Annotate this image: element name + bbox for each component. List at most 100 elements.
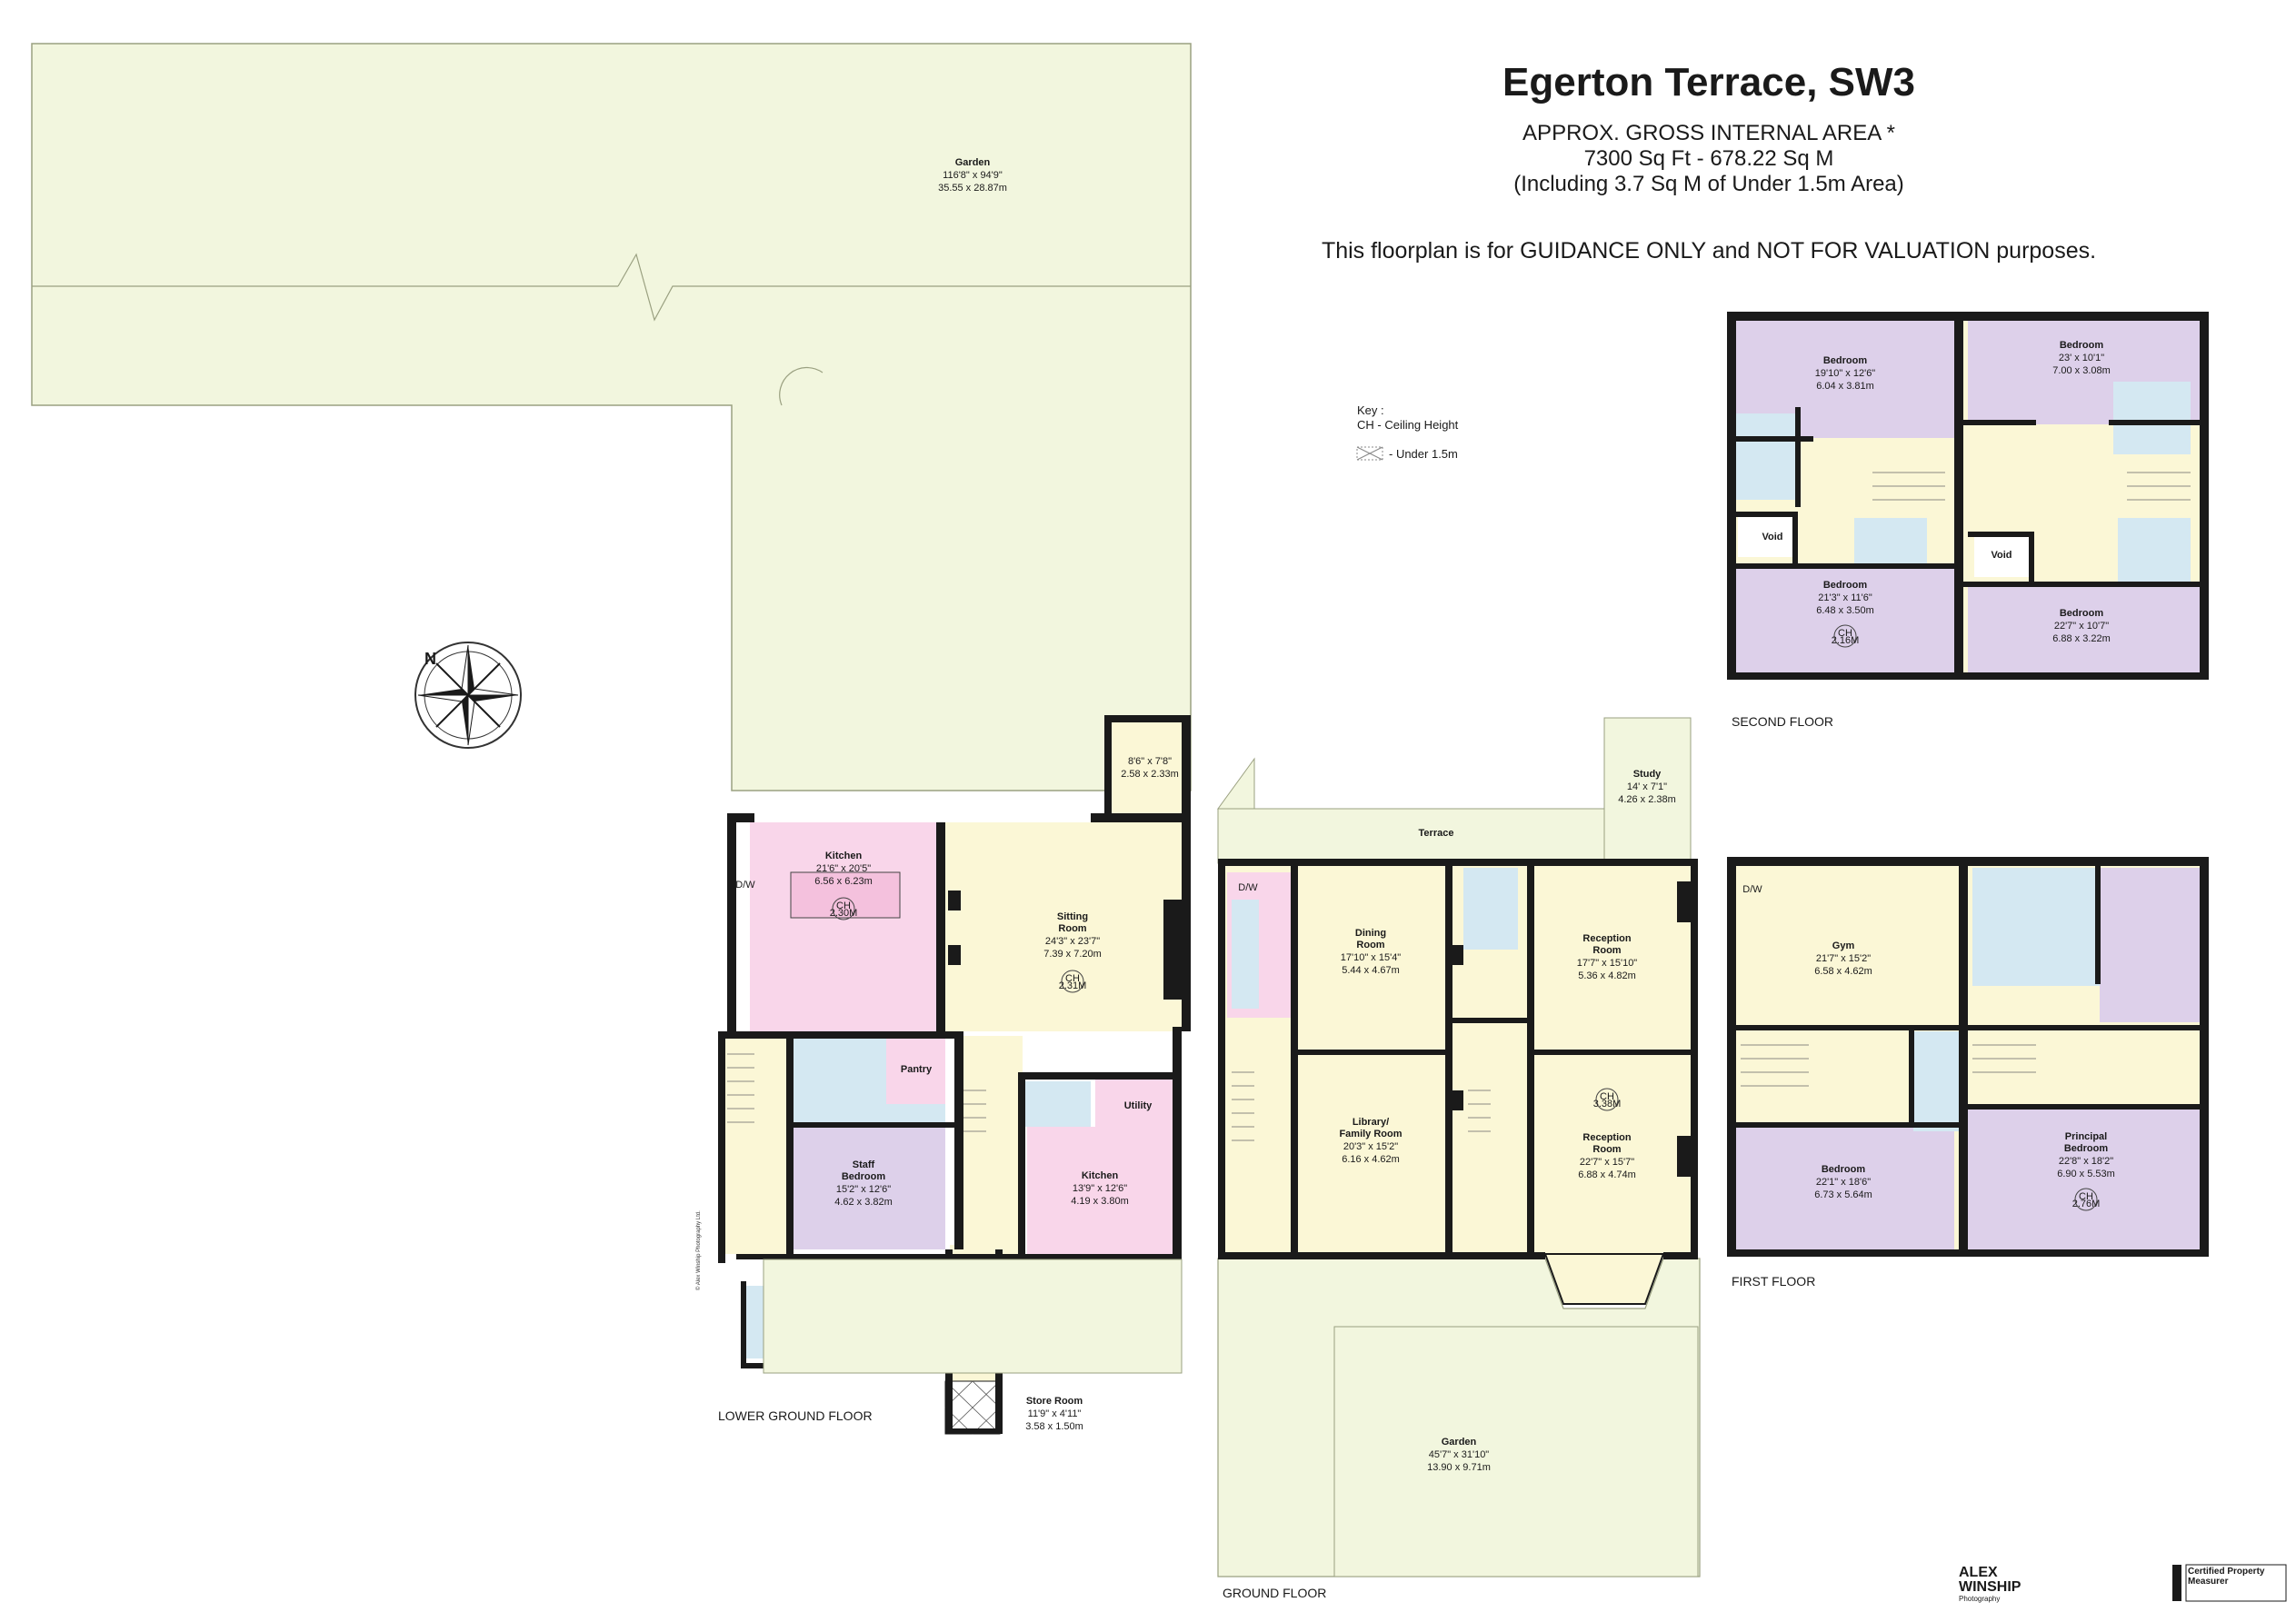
study-met: 4.26 x 2.38m [1618,794,1676,805]
bed-2a-name: Bedroom [1823,355,1868,366]
branding: ALEX WINSHIP Photography Certified Prope… [1959,1564,2287,1603]
floor-label-second: SECOND FLOOR [1732,714,1833,729]
kitchen-sm-name: Kitchen [1082,1170,1119,1181]
disclaimer: This floorplan is for GUIDANCE ONLY and … [1321,238,2097,264]
ground-floor: D/W Terrace Study 14' x 7'1" 4.26 x 2.38… [1217,717,1701,1600]
second-floor: Bedroom 19'10" x 12'6" 6.04 x 3.81m Bedr… [1727,312,2209,729]
floor-label-lower: LOWER GROUND FLOOR [718,1408,873,1423]
principal-ch-prefix: CH [2079,1191,2093,1202]
reception2-imp: 22'7" x 15'7" [1580,1157,1634,1168]
reception2-name1: Reception [1582,1132,1631,1143]
library-met: 6.16 x 4.62m [1342,1154,1400,1165]
staff-bed-met: 4.62 x 3.82m [834,1197,893,1208]
kitchen-sm-imp: 13'9" x 12'6" [1073,1183,1127,1194]
bed-2d-imp: 22'7" x 10'7" [2054,621,2109,632]
reception1-name1: Reception [1582,933,1631,944]
reception2-name2: Room [1592,1144,1621,1155]
study-imp: 14' x 7'1" [1627,781,1667,792]
library-name1: Library/ [1353,1117,1389,1128]
gym-name: Gym [1832,940,1855,951]
logo-line1: ALEX [1959,1565,1998,1580]
first-floor: D/W Gym 21'7" x 15'2" 6.58 x 4.62m Bedro… [1727,857,2209,1289]
lower-ground-floor: D/W Kitchen 21'6" x 20'5" 6.56 x 6.23m C… [695,715,1191,1435]
key-under: - Under 1.5m [1389,447,1458,461]
bed-2b-met: 7.00 x 3.08m [2052,365,2111,376]
small-room-met: 2.58 x 2.33m [1121,769,1179,780]
logo-line3: Photography [1959,1595,2000,1603]
reception2-ch-prefix: CH [1600,1091,1614,1102]
sitting-name1: Sitting [1057,911,1088,922]
sitting-name2: Room [1058,923,1086,934]
bed-2d-met: 6.88 x 3.22m [2052,633,2111,644]
principal-name1: Principal [2065,1131,2107,1142]
sitting-imp: 24'3" x 23'7" [1045,936,1100,947]
bed-2d-name: Bedroom [2060,608,2104,619]
library-name2: Family Room [1339,1129,1402,1139]
staff-bed-name1: Staff [853,1159,875,1170]
dw-label-ground: D/W [1238,882,1258,893]
key-heading: Key : [1357,403,1384,417]
sitting-met: 7.39 x 7.20m [1043,949,1102,960]
void-label-a: Void [1762,532,1782,542]
dining-met: 5.44 x 4.67m [1342,965,1400,976]
area-heading: APPROX. GROSS INTERNAL AREA * [1522,121,1895,145]
kitchen-lg-imp: 21'6" x 20'5" [816,863,871,874]
reception1-name2: Room [1592,945,1621,956]
utility-name: Utility [1124,1100,1153,1111]
void-label-b: Void [1991,550,2011,561]
garden-bottom-name: Garden [1442,1437,1477,1448]
bed-1a-met: 6.73 x 5.64m [1814,1189,1872,1200]
staff-bed-imp: 15'2" x 12'6" [836,1184,891,1195]
reception2-met: 6.88 x 4.74m [1578,1169,1636,1180]
reception1-imp: 17'7" x 15'10" [1577,958,1638,969]
principal-ch: 2.76M [2072,1199,2101,1209]
area-value: 7300 Sq Ft - 678.22 Sq M [1583,146,1834,171]
bed-2c-ch-prefix: CH [1838,628,1852,639]
bed-2c-ch: 2.16M [1832,635,1860,646]
principal-name2: Bedroom [2064,1143,2109,1154]
certified-badge-text: Certified Property Measurer [2188,1567,2265,1587]
floor-label-first: FIRST FLOOR [1732,1274,1815,1289]
sitting-ch: 2.31M [1059,980,1087,991]
garden-top-met: 35.55 x 28.87m [938,183,1007,194]
svg-text:N: N [424,650,436,668]
area-note: (Including 3.7 Sq M of Under 1.5m Area) [1513,172,1904,196]
garden-top-name: Garden [955,157,991,168]
copyright-text: © Alex Winship Photography Ltd. [695,1210,702,1290]
certified-badge [2185,1564,2287,1602]
reception2-ch: 3.38M [1593,1099,1622,1110]
kitchen-lg-met: 6.56 x 6.23m [814,876,873,887]
garden-bottom-imp: 45'7" x 31'10" [1429,1449,1490,1460]
compass-icon: N [414,642,522,749]
kitchen-lg-name: Kitchen [825,851,863,861]
key-ch: CH - Ceiling Height [1357,418,1459,432]
bed-2a-met: 6.04 x 3.81m [1816,381,1874,392]
bed-2c-met: 6.48 x 3.50m [1816,605,1874,616]
page-title: Egerton Terrace, SW3 [1502,60,1915,104]
store-imp: 11'9" x 4'11" [1028,1408,1082,1419]
gym-met: 6.58 x 4.62m [1814,966,1872,977]
kitchen-lg-ch: 2.30M [830,908,858,919]
store-name: Store Room [1026,1396,1083,1407]
dw-label-first: D/W [1742,884,1762,895]
pantry-name: Pantry [901,1064,933,1075]
reception1-met: 5.36 x 4.82m [1578,970,1636,981]
garden-top-imp: 116'8" x 94'9" [943,170,1003,181]
dw-label: D/W [735,880,755,891]
kitchen-lg-ch-prefix: CH [836,901,851,911]
gym-imp: 21'7" x 15'2" [1816,953,1871,964]
dining-imp: 17'10" x 15'4" [1341,952,1402,963]
kitchen-sm-met: 4.19 x 3.80m [1071,1196,1129,1207]
floor-label-ground: GROUND FLOOR [1223,1586,1326,1600]
terrace-name: Terrace [1419,828,1454,839]
bed-2c-name: Bedroom [1823,580,1868,591]
principal-imp: 22'8" x 18'2" [2059,1156,2113,1167]
bed-2b-imp: 23' x 10'1" [2059,353,2104,363]
rics-logo-icon [2172,1565,2181,1601]
dining-name1: Dining [1355,928,1386,939]
staff-bed-name2: Bedroom [842,1171,886,1182]
garden-top: Garden 116'8" x 94'9" 35.55 x 28.87m [31,43,1192,791]
store-met: 3.58 x 1.50m [1025,1421,1083,1432]
garden-bottom-met: 13.90 x 9.71m [1427,1462,1491,1473]
